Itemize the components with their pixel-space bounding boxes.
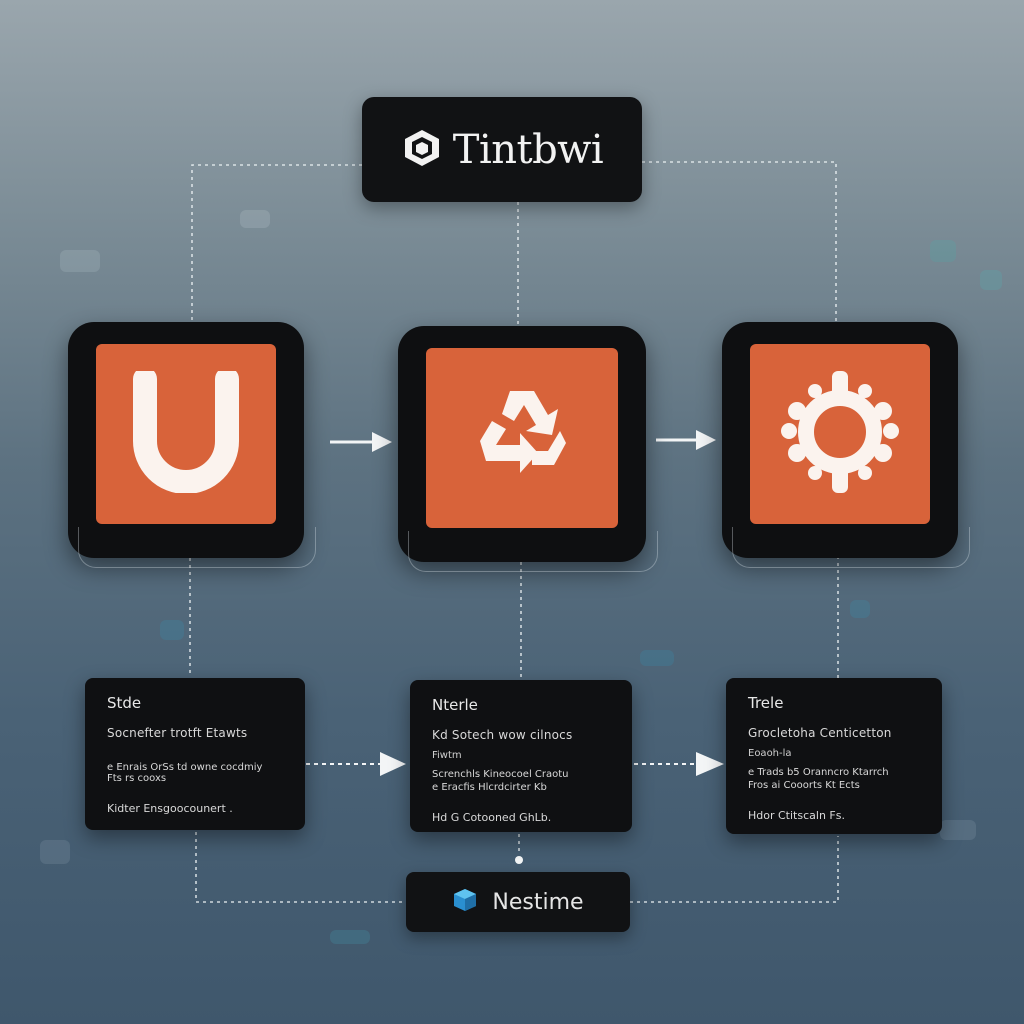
text-node-2: Nterle Kd Sotech wow cilnocs Fiwtm Scren… bbox=[410, 680, 632, 832]
card-reflection bbox=[732, 527, 970, 568]
recycle-icon bbox=[462, 381, 582, 495]
card-line-2b: Fts rs cooxs bbox=[107, 773, 167, 784]
letter-u-icon bbox=[131, 367, 241, 497]
icon-node-u bbox=[68, 322, 316, 568]
icon-face bbox=[750, 344, 930, 524]
footer-node: Nestime bbox=[406, 872, 630, 932]
icon-node-gear bbox=[722, 322, 970, 568]
card-subtitle: Eoaoh-la bbox=[748, 748, 792, 759]
card-reflection bbox=[408, 531, 658, 572]
card-line-2a: e Trads b5 Oranncro Ktarrch bbox=[748, 767, 889, 778]
cube-icon bbox=[452, 887, 478, 917]
icon-node-recycle bbox=[398, 326, 658, 572]
card-line-2a: e Enrais OrSs td owne cocdmiy bbox=[107, 762, 263, 773]
card-line-3: Hd G Cotooned GhLb. bbox=[432, 811, 552, 824]
card-reflection bbox=[78, 527, 316, 568]
card-line-1: Kd Sotech wow cilnocs bbox=[432, 728, 573, 742]
card-line-1: Grocletoha Centicetton bbox=[748, 726, 892, 740]
title-text: Tintbwi bbox=[452, 126, 604, 173]
title-node: Tintbwi bbox=[362, 97, 642, 202]
card-line-3: Kidter Ensgoocounert . bbox=[107, 802, 233, 815]
text-node-3: Trele Grocletoha Centicetton Eoaoh-la e … bbox=[726, 678, 942, 834]
card-line-3: Hdor Ctitscaln Fs. bbox=[748, 809, 845, 822]
card-title: Trele bbox=[748, 694, 784, 712]
card-line-2a: Screnchls Kineocoel Craotu bbox=[432, 769, 569, 780]
text-node-1: Stde Socnefter trotft Etawts e Enrais Or… bbox=[85, 678, 305, 830]
gear-icon bbox=[775, 367, 905, 501]
card-line-2b: e Eracfis Hlcrdcirter Kb bbox=[432, 782, 547, 793]
card-subtitle: Fiwtm bbox=[432, 750, 462, 761]
card-line-1: Socnefter trotft Etawts bbox=[107, 726, 248, 740]
cube-logo-icon bbox=[401, 127, 443, 173]
card-title: Stde bbox=[107, 694, 142, 712]
card-line-2b: Fros ai Cooorts Kt Ects bbox=[748, 780, 860, 791]
footer-text: Nestime bbox=[492, 889, 584, 915]
icon-face bbox=[96, 344, 276, 524]
icon-face bbox=[426, 348, 618, 528]
card-title: Nterle bbox=[432, 696, 478, 714]
